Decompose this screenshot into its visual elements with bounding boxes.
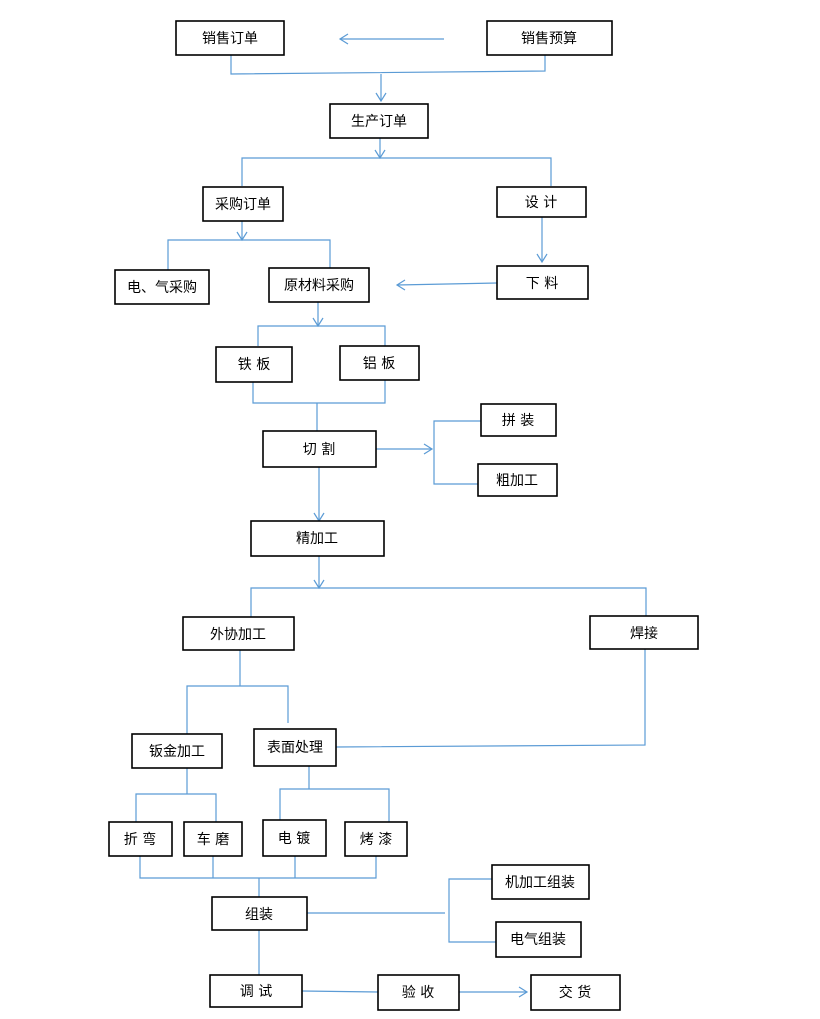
node-cutting: 切 割 [262,430,377,468]
arrowhead [395,279,406,291]
node-splicing: 拼 装 [480,403,557,437]
node-finish-machining: 精加工 [250,520,385,557]
node-machining-assembly: 机加工组装 [491,864,590,900]
connector-blanking-to-raw [396,282,498,286]
connector-split-bar-5 [250,587,647,617]
node-label: 电、气采购 [127,280,197,296]
node-label: 铁 板 [238,357,270,373]
connector-bottom-merge [139,856,377,879]
node-blanking: 下 料 [496,265,589,300]
arrowhead [518,986,529,998]
connector-split-bar-3 [257,325,386,346]
node-label: 烤 漆 [360,832,392,848]
arrowhead [338,33,349,45]
node-iron-plate: 铁 板 [215,346,293,383]
connector-debug-to-accept [301,990,379,993]
node-label: 原材料采购 [284,278,354,294]
node-surface-treatment: 表面处理 [253,728,337,767]
node-label: 表面处理 [267,740,323,756]
node-turning-grinding: 车 磨 [183,821,243,857]
node-label: 切 割 [303,441,335,458]
node-assembly: 组装 [211,896,308,931]
node-label: 铝 板 [363,356,395,372]
node-label: 验 收 [402,985,434,1001]
node-label: 组装 [245,907,273,923]
node-label: 精加工 [296,531,338,547]
connector-plates-merge [252,380,386,404]
connector-split-bar-6 [186,685,289,734]
node-label: 下 料 [526,276,558,292]
arrowhead [536,253,548,264]
node-debugging: 调 试 [209,974,303,1008]
connectors [135,33,647,998]
node-label: 电气组装 [510,932,566,948]
connector-split-bar-9 [448,878,496,943]
node-sales-budget: 销售预算 [486,20,613,56]
node-label: 销售订单 [202,31,258,47]
node-outsourced-processing: 外协加工 [182,616,295,651]
node-acceptance: 验 收 [377,974,460,1011]
node-electroplating: 电 镀 [262,819,327,857]
node-label: 钣金加工 [149,744,205,760]
node-production-order: 生产订单 [329,103,429,139]
node-purchase-order: 采购订单 [202,186,284,222]
node-bending: 折 弯 [108,821,173,857]
node-design: 设 计 [496,186,587,218]
node-label: 生产订单 [351,114,407,130]
node-electrical-assembly: 电气组装 [495,921,582,958]
node-label: 焊接 [630,625,658,642]
node-label: 电 镀 [278,830,310,847]
node-label: 销售预算 [521,31,577,47]
connector-split-bar-8 [279,788,390,822]
node-label: 采购订单 [215,197,271,213]
node-label: 设 计 [525,195,557,211]
node-label: 拼 装 [502,413,534,429]
node-sales-order: 销售订单 [175,20,285,56]
node-label: 交 货 [559,984,591,1001]
connector-split-bar-2 [167,239,331,270]
arrowhead [375,92,387,103]
node-welding: 焊接 [589,615,699,650]
node-label: 外协加工 [210,627,266,643]
connector-welding-to-surface [335,649,646,748]
node-label: 机加工组装 [505,875,575,891]
node-label: 粗加工 [496,473,538,489]
node-label: 车 磨 [197,831,229,848]
arrowhead [423,443,434,455]
node-sheet-metal: 钣金加工 [131,733,223,769]
connector-merge-top [230,55,546,75]
node-electrical-purchase: 电、气采购 [114,269,210,305]
connector-split-bar-1 [241,157,552,186]
node-label: 调 试 [240,984,272,1000]
node-rough-machining: 粗加工 [477,463,558,497]
node-painting: 烤 漆 [344,821,408,857]
connector-split-bar-4 [433,420,481,485]
node-raw-material-purchase: 原材料采购 [268,267,370,303]
node-aluminum-plate: 铝 板 [339,345,420,381]
node-label: 折 弯 [124,831,156,848]
connector-split-bar-7 [135,793,217,822]
node-delivery: 交 货 [530,974,621,1011]
